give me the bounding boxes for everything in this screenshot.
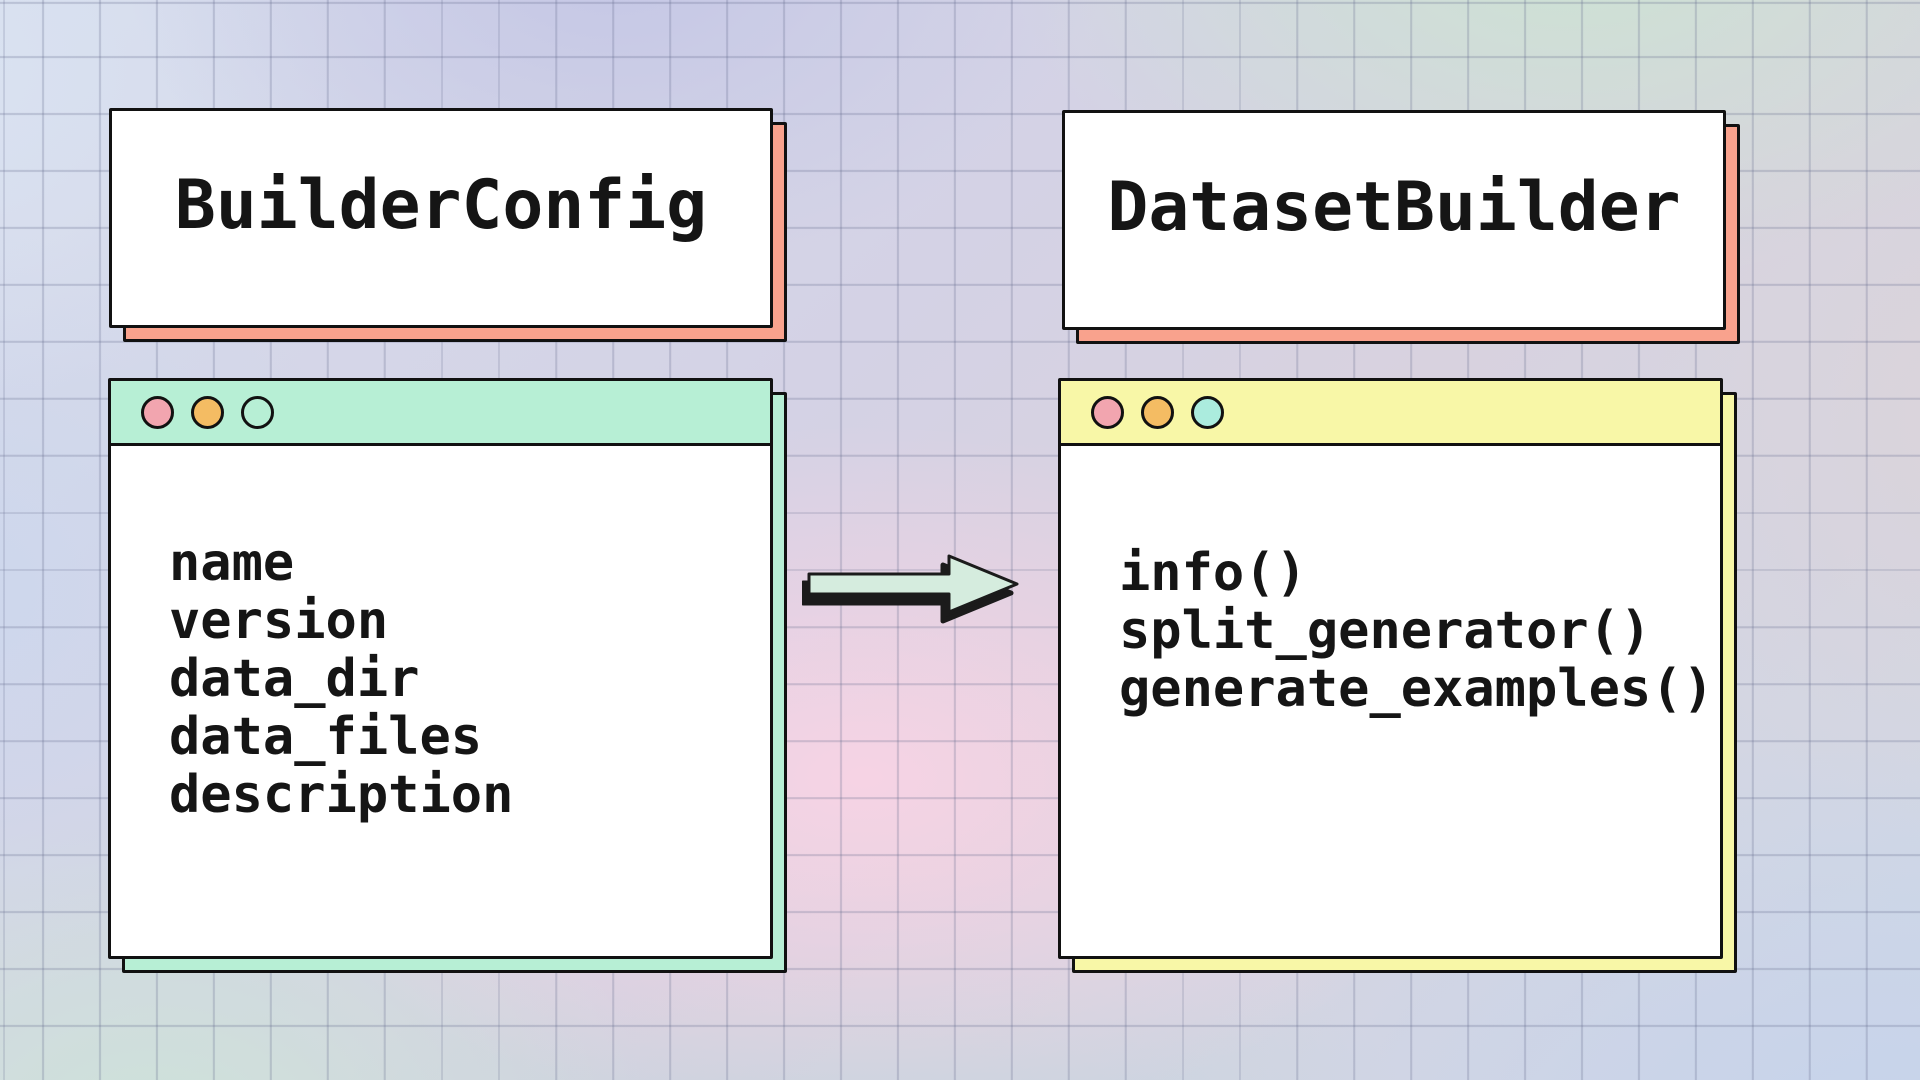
datasetbuilder-window-titlebar <box>1061 381 1720 446</box>
window-dot-maximize-icon <box>1191 395 1224 429</box>
method-split-generator: split_generator() <box>1119 601 1652 661</box>
window-dot-close-icon <box>1091 395 1124 429</box>
window-dot-maximize-icon <box>241 395 274 429</box>
window-dot-close-icon <box>141 395 174 429</box>
datasetbuilder-title-card: DatasetBuilder <box>1062 110 1740 344</box>
datasetbuilder-method-list: info() split_generator() generate_exampl… <box>1061 446 1720 956</box>
attribute-name: name <box>169 533 295 593</box>
builderconfig-title: BuilderConfig <box>174 165 708 245</box>
window-dot-minimize-icon <box>1141 395 1174 429</box>
method-info: info() <box>1119 543 1307 603</box>
attribute-data-dir: data_dir <box>169 649 420 709</box>
attribute-description: description <box>169 765 514 825</box>
builderconfig-window: name version data_dir data_files descrip… <box>108 378 787 973</box>
datasetbuilder-window: info() split_generator() generate_exampl… <box>1058 378 1737 973</box>
attribute-version: version <box>169 591 389 651</box>
flow-arrow-icon <box>802 554 1019 624</box>
method-generate-examples: generate_examples() <box>1119 659 1714 719</box>
builderconfig-attribute-list: name version data_dir data_files descrip… <box>111 446 770 956</box>
builderconfig-title-card: BuilderConfig <box>109 108 787 342</box>
datasetbuilder-title: DatasetBuilder <box>1107 167 1681 247</box>
window-dot-minimize-icon <box>191 395 224 429</box>
attribute-data-files: data_files <box>169 707 483 767</box>
builderconfig-window-titlebar <box>111 381 770 446</box>
